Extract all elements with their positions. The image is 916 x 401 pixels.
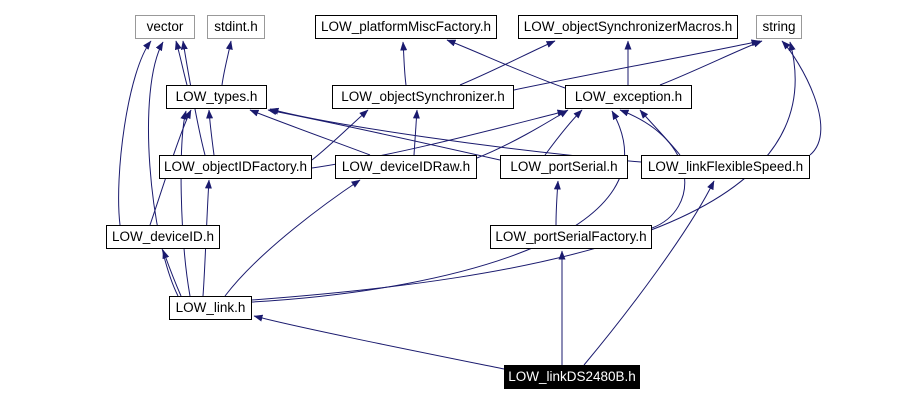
node-label-platformMiscFactory: LOW_platformMiscFactory.h xyxy=(320,19,492,35)
edge-linkDS2480B-to-linkFlexibleSpeed xyxy=(583,180,715,366)
node-label-string: string xyxy=(762,19,796,35)
edge-linkDS2480B-to-link xyxy=(253,314,505,370)
edge-exception-to-string xyxy=(659,40,763,86)
edge-objectSynchronizer-to-objectSynchronizerMacros xyxy=(459,40,556,86)
node-deviceID[interactable]: LOW_deviceID.h xyxy=(106,225,220,249)
edge-link-to-deviceIDRaw xyxy=(224,179,361,297)
edge-objectIDFactory-to-types xyxy=(206,109,215,156)
node-exception[interactable]: LOW_exception.h xyxy=(565,85,692,109)
node-label-portSerialFactory: LOW_portSerialFactory.h xyxy=(495,229,647,245)
node-portSerial[interactable]: LOW_portSerial.h xyxy=(500,155,628,179)
node-label-exception: LOW_exception.h xyxy=(574,89,683,105)
edge-portSerial-to-exception xyxy=(544,109,583,156)
edge-portSerialFactory-to-portSerial xyxy=(553,180,561,226)
node-linkFlexibleSpeed[interactable]: LOW_linkFlexibleSpeed.h xyxy=(641,155,810,179)
node-label-objectSynchronizerMacros: LOW_objectSynchronizerMacros.h xyxy=(523,19,733,35)
edge-link-to-exception xyxy=(251,110,626,303)
node-label-objectIDFactory: LOW_objectIDFactory.h xyxy=(163,159,308,175)
node-label-linkDS2480B: LOW_linkDS2480B.h xyxy=(508,369,636,385)
edge-types-to-stdint xyxy=(221,40,233,86)
node-objectIDFactory[interactable]: LOW_objectIDFactory.h xyxy=(159,155,312,179)
edge-deviceIDRaw-to-types xyxy=(249,109,371,156)
node-label-stdint: stdint.h xyxy=(214,19,258,35)
edge-objectSynchronizer-to-platformMiscFactory xyxy=(400,41,408,86)
node-label-objectSynchronizer: LOW_objectSynchronizer.h xyxy=(341,89,505,105)
node-vector[interactable]: vector xyxy=(135,15,195,39)
edge-link-to-vector xyxy=(148,41,179,297)
node-deviceIDRaw[interactable]: LOW_deviceIDRaw.h xyxy=(335,155,477,179)
node-label-vector: vector xyxy=(146,19,184,35)
edge-objectSynchronizer-to-string xyxy=(513,39,761,91)
node-label-deviceIDRaw: LOW_deviceIDRaw.h xyxy=(341,159,471,175)
edge-types-to-vector xyxy=(174,40,188,86)
node-label-portSerial: LOW_portSerial.h xyxy=(510,159,618,175)
node-portSerialFactory[interactable]: LOW_portSerialFactory.h xyxy=(490,225,652,249)
node-link[interactable]: LOW_link.h xyxy=(169,296,252,320)
edge-objectIDFactory-to-objectSynchronizer xyxy=(311,109,369,161)
edge-deviceIDRaw-to-objectSynchronizer xyxy=(412,109,420,156)
edge-linkFlexibleSpeed-to-string xyxy=(781,40,822,156)
node-label-link: LOW_link.h xyxy=(175,300,246,316)
node-platformMiscFactory[interactable]: LOW_platformMiscFactory.h xyxy=(315,15,497,39)
edge-deviceIDRaw-to-exception xyxy=(476,109,569,159)
node-objectSynchronizer[interactable]: LOW_objectSynchronizer.h xyxy=(332,85,514,109)
node-label-types: LOW_types.h xyxy=(175,89,258,105)
edge-linkFlexibleSpeed-to-exception xyxy=(639,109,681,156)
edge-portSerial-to-types xyxy=(267,108,501,161)
node-label-deviceID: LOW_deviceID.h xyxy=(111,229,215,245)
edge-link-to-types xyxy=(180,110,191,297)
node-types[interactable]: LOW_types.h xyxy=(166,85,267,109)
edge-link-to-deviceID xyxy=(162,249,182,297)
node-stdint[interactable]: stdint.h xyxy=(207,15,265,39)
node-linkDS2480B[interactable]: LOW_linkDS2480B.h xyxy=(504,365,640,389)
node-objectSynchronizerMacros[interactable]: LOW_objectSynchronizerMacros.h xyxy=(518,15,738,39)
node-string[interactable]: string xyxy=(756,15,802,39)
node-label-linkFlexibleSpeed: LOW_linkFlexibleSpeed.h xyxy=(647,159,804,175)
edge-deviceID-to-vector xyxy=(118,40,152,226)
